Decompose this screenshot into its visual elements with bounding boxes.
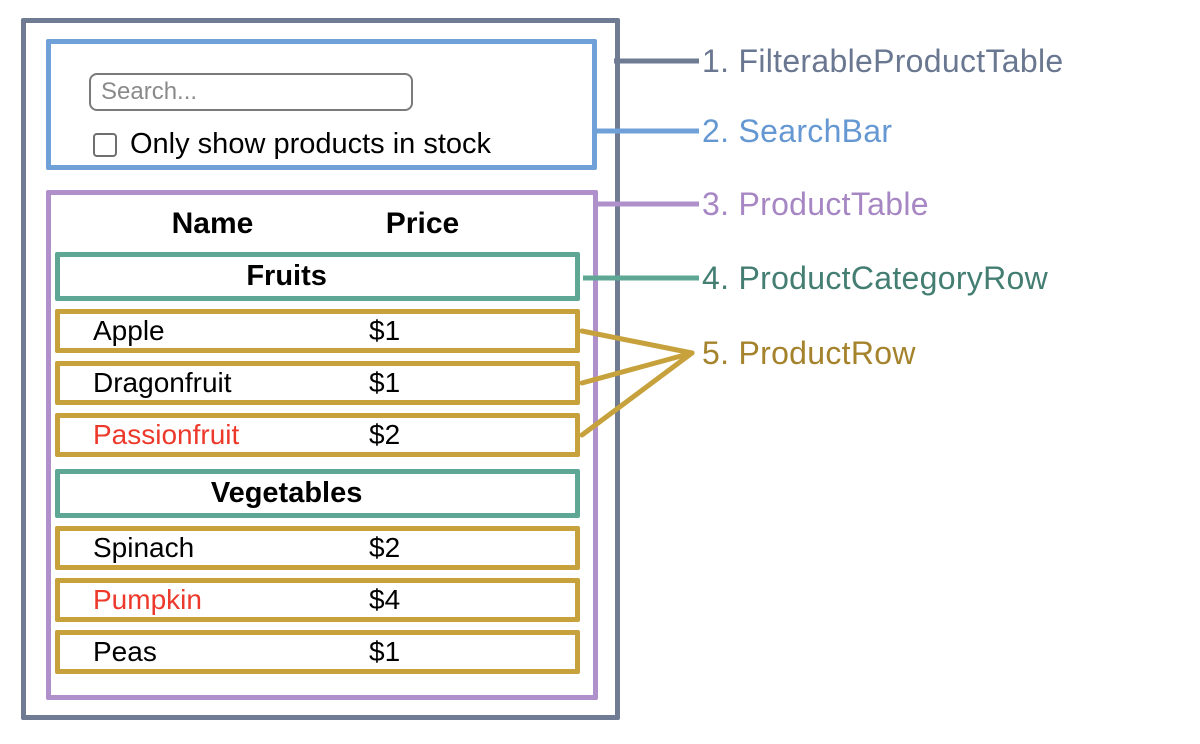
search-input[interactable] [89,73,413,111]
product-price: $4 [369,584,401,615]
legend-item-productcategoryrow: 4. ProductCategoryRow [702,260,1049,296]
product-row: Peas $1 [55,630,580,674]
legend-item-producttable: 3. ProductTable [702,186,929,222]
product-name: Spinach [93,532,195,563]
product-row: Pumpkin $4 [55,578,580,622]
legend-item-filterableproducttable: 1. FilterableProductTable [702,43,1064,79]
product-price: $1 [369,367,401,398]
product-row: Apple $1 [55,309,580,353]
search-bar-box: Only show products in stock [46,39,597,170]
product-category-row: Vegetables [55,469,580,518]
product-price: $2 [369,532,401,563]
product-price: $1 [369,315,401,346]
in-stock-row: Only show products in stock [93,128,491,161]
in-stock-checkbox[interactable] [93,132,117,157]
category-label: Vegetables [210,477,363,509]
category-label: Fruits [246,260,327,292]
product-name: Pumpkin [93,584,202,615]
product-row: Dragonfruit $1 [55,361,580,405]
table-header-row: Name Price [55,204,580,244]
in-stock-label: Only show products in stock [130,128,492,160]
legend-item-searchbar: 2. SearchBar [702,113,893,149]
product-price: $1 [369,636,401,667]
product-category-row: Fruits [55,252,580,301]
column-header-name: Name [171,207,254,240]
product-row: Spinach $2 [55,526,580,570]
product-name: Passionfruit [93,419,240,450]
legend-item-productrow: 5. ProductRow [702,335,916,371]
product-name: Apple [93,315,165,346]
filterable-product-table-box: Only show products in stock Name Price F… [21,18,620,720]
column-header-price: Price [385,207,460,240]
product-name: Peas [93,636,157,667]
product-row: Passionfruit $2 [55,413,580,457]
product-price: $2 [369,419,401,450]
product-name: Dragonfruit [93,367,232,398]
